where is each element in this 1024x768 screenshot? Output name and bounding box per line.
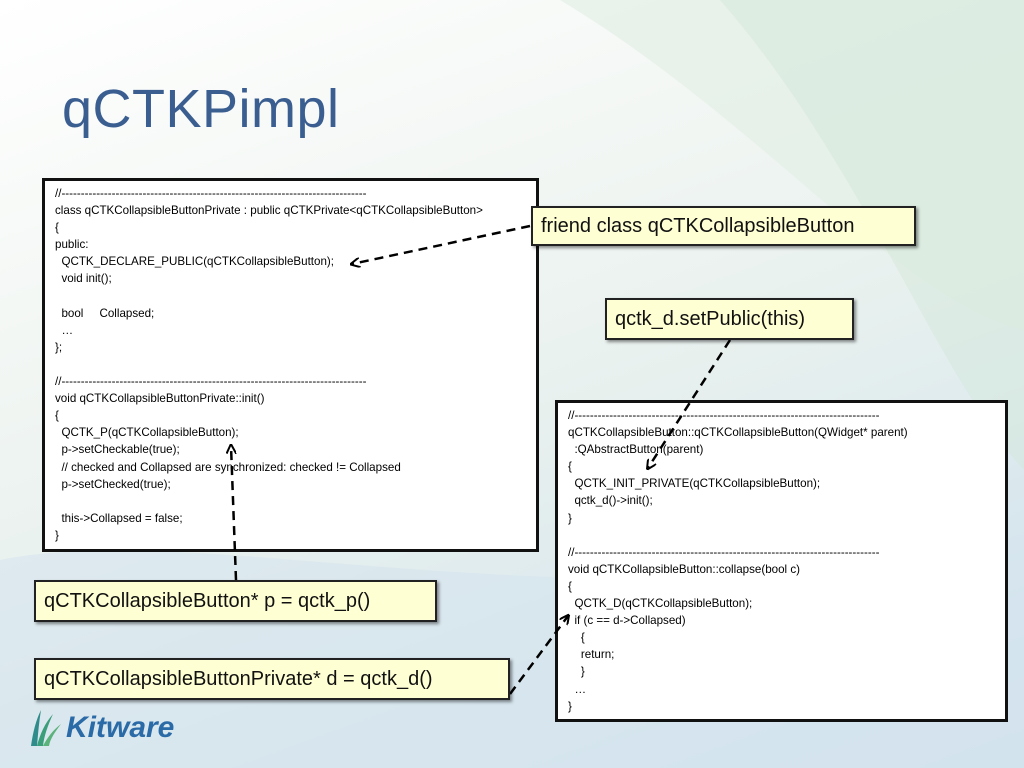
code-line: return; — [568, 648, 615, 662]
code-line: } — [568, 665, 585, 679]
code-line: { — [55, 221, 59, 235]
private-class-code-box: //--------------------------------------… — [42, 178, 539, 552]
code-line: bool Collapsed; — [55, 306, 155, 320]
code-line: void qCTKCollapsibleButton::collapse(boo… — [568, 562, 800, 576]
code-line: qctk_d()->init(); — [568, 494, 653, 508]
qctk-d-arrow — [508, 616, 568, 695]
qctk-p-callout: qCTKCollapsibleButton* p = qctk_p() — [34, 580, 437, 622]
code-line: //--------------------------------------… — [55, 187, 367, 200]
code-line: //--------------------------------------… — [568, 545, 880, 559]
code-line: { — [55, 409, 59, 423]
code-line: } — [568, 699, 572, 713]
friend-class-callout: friend class qCTKCollapsibleButton — [531, 206, 916, 246]
code-line: QCTK_DECLARE_PUBLIC(qCTKCollapsibleButto… — [55, 255, 334, 269]
code-line: void qCTKCollapsibleButtonPrivate::init(… — [55, 392, 265, 406]
code-line: p->setChecked(true); — [55, 477, 171, 491]
code-line: p->setCheckable(true); — [55, 443, 180, 457]
code-line: qCTKCollapsibleButton::qCTKCollapsibleBu… — [568, 426, 908, 440]
code-line: if (c == d->Collapsed) — [568, 614, 686, 628]
set-public-arrow — [648, 339, 732, 468]
code-line: this->Collapsed = false; — [55, 511, 183, 525]
qctk-p-arrow — [231, 446, 238, 581]
code-line: // checked and Collapsed are synchronize… — [55, 460, 401, 474]
kitware-leaf-icon — [31, 710, 61, 746]
code-line: { — [568, 579, 572, 593]
code-line: void init(); — [55, 272, 112, 286]
code-line: } — [568, 511, 572, 525]
code-line: QCTK_D(qCTKCollapsibleButton); — [568, 597, 753, 611]
code-line: { — [568, 460, 572, 474]
code-line: public: — [55, 238, 89, 252]
code-line: … — [55, 323, 74, 337]
code-line: //--------------------------------------… — [55, 375, 367, 389]
code-line: { — [568, 631, 585, 645]
slide-title: qCTKPimpl — [62, 79, 340, 139]
code-line: QCTK_P(qCTKCollapsibleButton); — [55, 426, 239, 440]
code-line: } — [55, 528, 59, 542]
public-class-code-box: //--------------------------------------… — [555, 400, 1008, 722]
kitware-logo: Kitware — [28, 708, 174, 748]
code-line: QCTK_INIT_PRIVATE(qCTKCollapsibleButton)… — [568, 477, 821, 491]
friend-arrow — [352, 224, 531, 264]
code-line: :QAbstractButton(parent) — [568, 443, 704, 457]
qctk-d-callout: qCTKCollapsibleButtonPrivate* d = qctk_d… — [34, 658, 510, 700]
code-line: //--------------------------------------… — [568, 409, 880, 422]
code-line: }; — [55, 340, 63, 354]
code-line: … — [568, 682, 587, 696]
kitware-logo-text: Kitware — [66, 711, 175, 744]
set-public-callout: qctk_d.setPublic(this) — [605, 298, 854, 340]
code-line: class qCTKCollapsibleButtonPrivate : pub… — [55, 204, 483, 218]
